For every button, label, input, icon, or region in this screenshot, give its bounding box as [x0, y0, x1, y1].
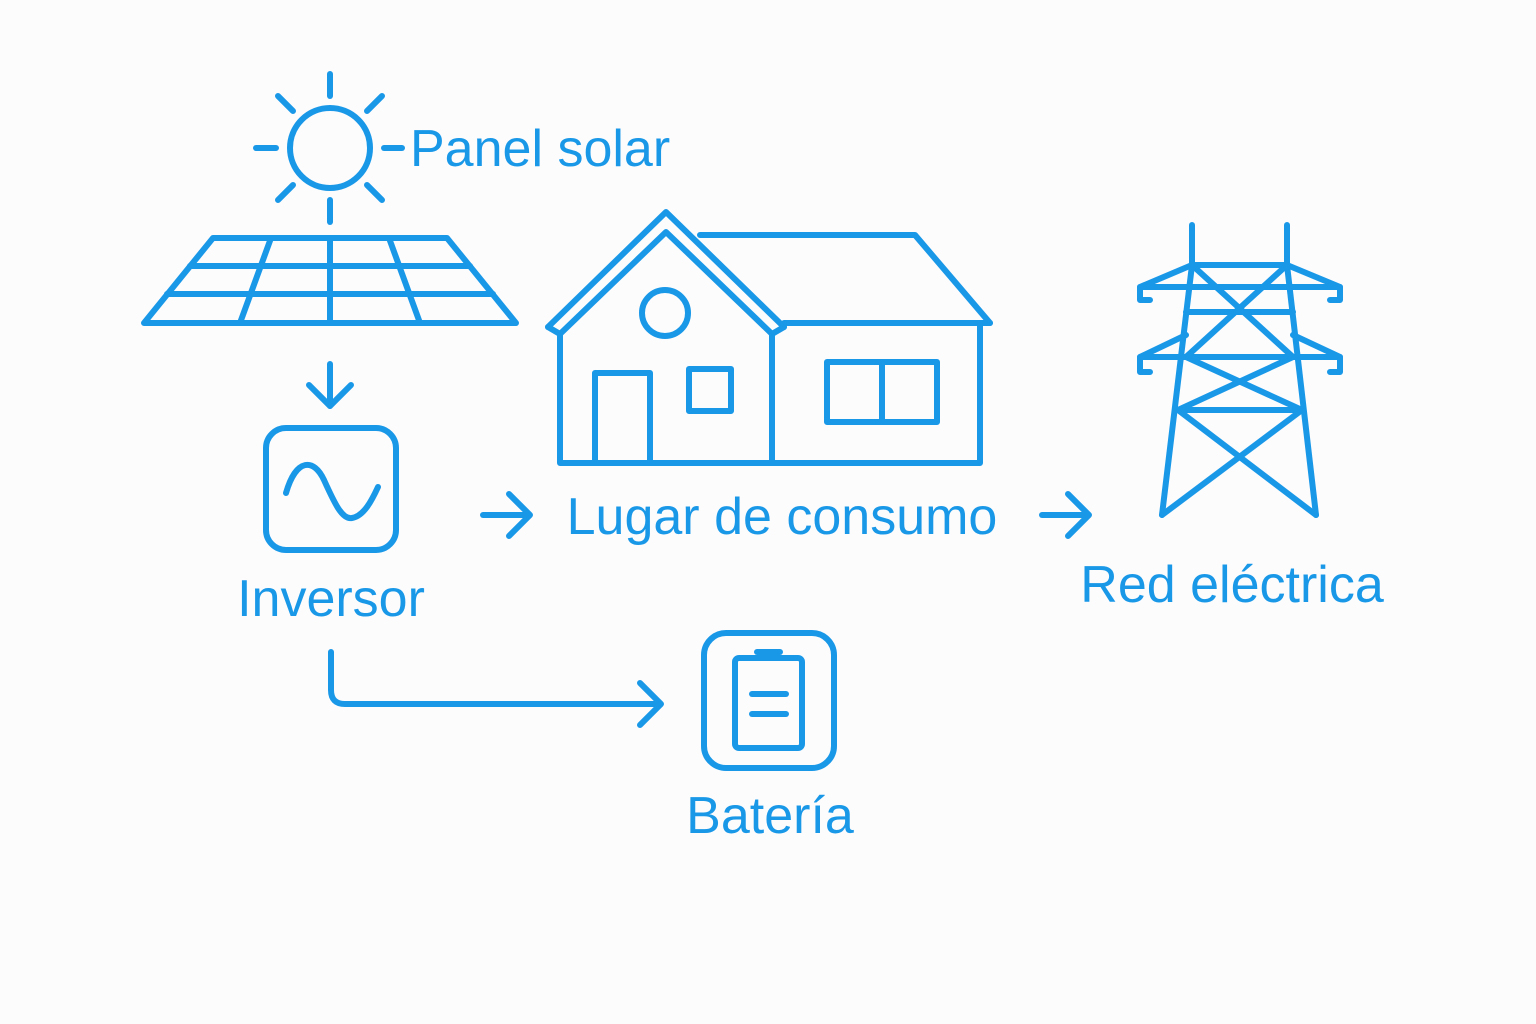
red-electrica-label: Red eléctrica: [1080, 556, 1384, 614]
sun-icon: [253, 71, 405, 225]
inverter-sine-wave-icon: [263, 425, 399, 553]
bateria-label: Batería: [686, 787, 854, 845]
lugar-de-consumo-label: Lugar de consumo: [567, 488, 998, 546]
arrow-inverter-to-consumption: [480, 491, 533, 539]
transmission-tower-icon: [1137, 222, 1343, 518]
inversor-label: Inversor: [237, 570, 425, 628]
arrow-panel-to-inverter: [306, 361, 354, 409]
arrow-inverter-to-battery: [328, 649, 664, 728]
battery-icon: [701, 630, 837, 771]
arrow-consumption-to-grid: [1039, 491, 1092, 539]
panel-solar-label: Panel solar: [410, 120, 670, 178]
solar-panel-icon: [141, 235, 519, 326]
house-icon: [545, 209, 993, 466]
